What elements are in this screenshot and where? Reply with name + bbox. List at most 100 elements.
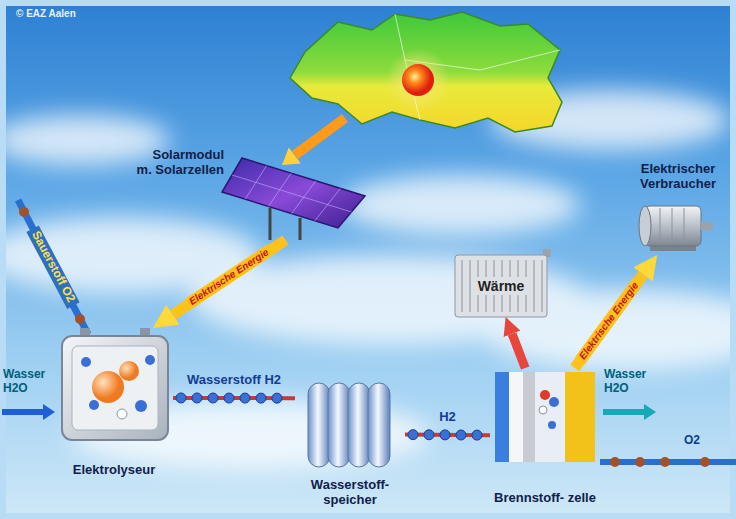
radiator-symbol [461,260,463,312]
edge-label: Elektrische Energie [575,278,643,365]
electric-consumer-label: Elektrischer Verbraucher [628,162,728,192]
electrolyser-symbol [135,400,147,412]
fuel-cell-stack [523,372,535,462]
oxygen-pipe [18,200,88,334]
solar-panel [232,175,352,212]
frame [3,3,733,516]
radiator-symbol [469,260,471,312]
hydrogen-tanks [368,383,390,467]
clouds [340,175,580,235]
solar-module-label: Solarmodul m. Solarzellen [112,148,224,178]
electrolyser-symbol [89,400,99,410]
radiator-symbol [541,260,543,312]
hydrogen-tanks [348,383,370,467]
energy-arrow [575,274,643,368]
electrolyser-symbol [117,409,127,419]
solar-panel [222,158,365,240]
hydrogen-tanks [308,383,390,467]
oxygen-pipe [18,200,88,334]
fuel-cell-stack [495,372,509,462]
hydrogen-tanks [308,383,330,467]
hydrogen-bead [440,430,450,440]
hydrogen-bead [272,393,282,403]
solar-panel [232,166,352,221]
motor-symbol [701,222,713,230]
hydrogen-bead [224,393,234,403]
solar-module: Solarmodul m. Solarzellen [110,146,372,240]
sunlight-arrow [282,147,301,165]
sunlight-arrow [295,118,345,155]
hydrogen-bead [256,393,266,403]
substance-label: Wasser H2O [3,368,51,396]
heat-arrow [512,334,525,368]
electrolyser: Elektrolyseur [55,328,173,480]
oxygen-pipe [19,207,29,217]
hydrogen-bead [208,393,218,403]
water-inlet-arrow [43,404,55,420]
water-outlet-arrow [644,404,656,420]
electrolyser-symbol [62,336,168,440]
oxygen-inlet-pipe [635,457,645,467]
edge-label: Wasserstoff H2 [187,373,281,388]
fuel-cell-stack [535,372,565,462]
oxygen-inlet-pipe [700,457,710,467]
fuel-cell-stack [548,421,556,429]
hydrogen-bead [192,393,202,403]
fuel-cell-stack [565,372,595,462]
map-region [290,12,562,132]
solar-panel [222,158,365,228]
frame [3,3,733,516]
fuel-cell-stack [539,406,547,414]
sun [386,48,450,112]
fuel-cell: Brennstoff- zelle [490,368,600,508]
motor-symbol [672,208,673,244]
hydrogen-bead [240,393,250,403]
fuel-cell-label: Brennstoff- zelle [493,491,597,506]
motor-symbol [660,208,661,244]
motor-symbol [660,208,684,244]
electrolyser-symbol [72,346,158,430]
hydrogen-storage-label: Wasserstoff- speicher [298,478,402,508]
radiator-symbol [533,260,535,312]
energy-arrow [173,240,286,315]
copyright-watermark: © EAZ Aalen [16,8,76,20]
solar-panel [269,208,272,240]
oxygen-pipe [75,314,85,324]
water-inlet-arrow [2,409,44,415]
sunlight-arrow [282,118,345,165]
map-region [290,12,562,132]
fuel-cell-stack [540,390,550,400]
radiator-symbol [462,260,542,312]
electrolyser-symbol [119,361,139,381]
heat-radiator: Wärme [455,255,547,317]
water-outlet-arrow [603,404,656,420]
radiator-symbol [455,255,547,317]
motor-symbol [645,206,701,246]
water-outlet-arrow [603,409,645,415]
fuel-cell-stack [509,372,523,462]
heat-radiator-label: Wärme [474,277,529,295]
fuel-cell-stack [495,372,595,462]
electrolyser-label: Elektrolyseur [57,463,171,478]
electrolyser-symbol [92,371,124,403]
hydrogen-bead [408,430,418,440]
edge-label: H2 [439,409,456,424]
motor-symbol [639,206,713,251]
oxygen-inlet-pipe [610,457,620,467]
sun [402,64,434,96]
water-inlet-arrow [2,404,55,420]
electrolyser-symbol [145,355,155,365]
sun [386,48,450,112]
hydrogen-bead [472,430,482,440]
electric-consumer: Elektrischer Verbraucher [626,160,730,255]
electrolyser-symbol [81,357,91,367]
hydrogen-tanks [328,383,350,467]
hydrogen-bead [456,430,466,440]
substance-label: Wasser H2O [604,368,656,396]
edge-label: Elektrische Energie [185,245,274,310]
fuel-cell-stack [549,397,559,407]
oxygen-inlet-pipe [600,457,736,467]
hydrogen-storage: Wasserstoff- speicher [295,380,405,510]
